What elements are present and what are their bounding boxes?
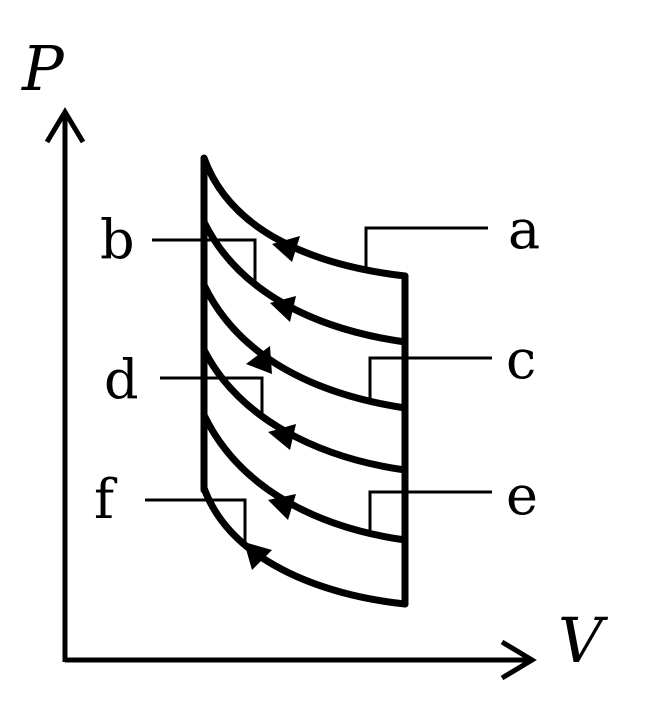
label-b: b (100, 208, 135, 271)
label-d: d (104, 348, 139, 411)
curve-d-arrow (268, 424, 296, 450)
curve-d (200, 346, 409, 474)
leader-d (160, 376, 264, 418)
x-axis-arrow (500, 639, 537, 681)
label-f: f (94, 468, 118, 531)
curve-e-line (200, 411, 409, 544)
curve-f-arrow (244, 542, 272, 570)
leader-a (364, 226, 488, 272)
axes: P V (21, 32, 609, 681)
leader-c (368, 356, 492, 402)
curve-b-arrow (270, 296, 296, 322)
curve-c (200, 281, 409, 412)
curve-f-line (200, 484, 409, 608)
label-a: a (508, 198, 540, 261)
curve-e (200, 411, 409, 544)
y-axis-title: P (21, 32, 65, 105)
leader-b (152, 238, 257, 282)
curve-e-arrow (268, 494, 296, 520)
curve-d-line (200, 346, 409, 474)
curve-b (200, 218, 409, 346)
curve-c-arrow (246, 346, 272, 374)
label-c: c (506, 328, 536, 391)
curve-a (200, 154, 409, 280)
x-axis-title: V (558, 604, 609, 677)
curve-c-line (200, 281, 409, 412)
y-axis-arrow (44, 107, 86, 144)
curve-a-arrow (272, 236, 300, 262)
leader-e (368, 490, 492, 532)
leader-f (145, 498, 247, 546)
curve-a-line (200, 154, 409, 280)
label-e: e (506, 464, 538, 527)
curve-f (200, 484, 409, 608)
